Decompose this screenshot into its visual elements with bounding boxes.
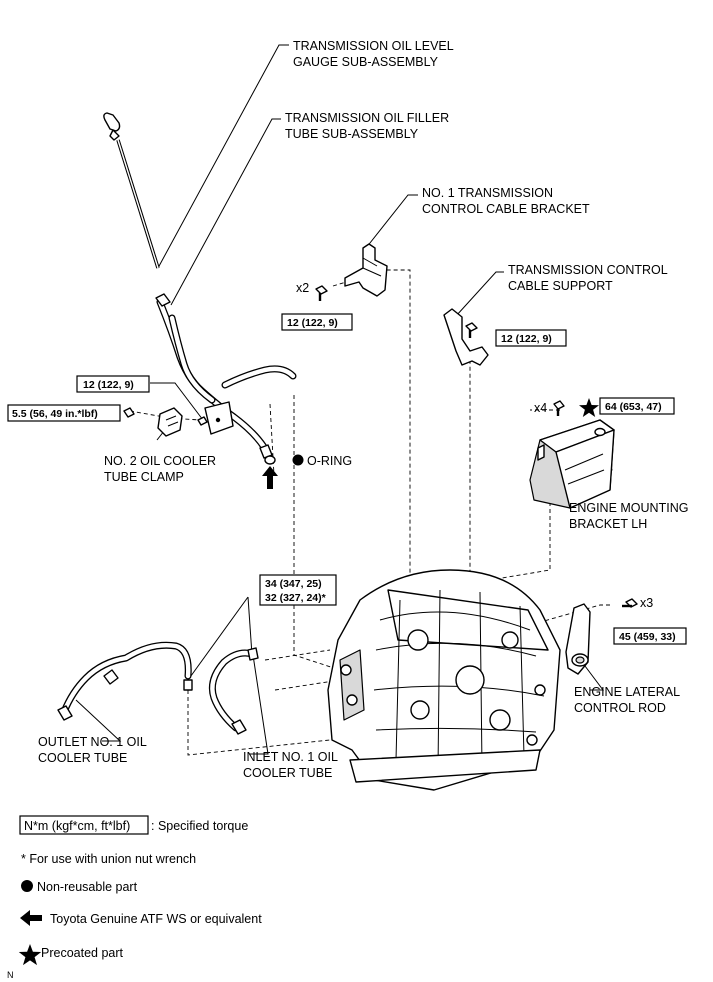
qty-rod-bolts: x3 [640, 596, 653, 610]
label-oil-cooler-tube-clamp: NO. 2 OIL COOLER TUBE CLAMP [104, 454, 220, 484]
torque-box-rod [613, 627, 687, 645]
precoated-star-icon [578, 398, 599, 418]
legend-atf: Toyota Genuine ATF WS or equivalent [50, 912, 262, 926]
label-engine-lateral-rod: ENGINE LATERAL CONTROL ROD [574, 685, 683, 715]
engine-lateral-rod-part [565, 598, 638, 675]
torque-mount: 64 (653, 47) [605, 401, 662, 413]
torque-support: 12 (122, 9) [501, 333, 552, 345]
leader-lines [75, 44, 613, 755]
legend-non-reusable: Non-reusable part [37, 880, 138, 894]
torque-filler-tube: 12 (122, 9) [83, 379, 134, 391]
torque-box-mount [599, 397, 675, 415]
label-control-cable-support: TRANSMISSION CONTROL CABLE SUPPORT [508, 263, 671, 293]
torque-cooler-union-2: 32 (327, 24)* [265, 592, 327, 604]
legend: N*m (kgf*cm, ft*lbf) : Specified torque … [18, 815, 262, 966]
legend-arrow-icon [20, 910, 42, 926]
oil-filler-tube-part [155, 293, 297, 459]
atf-arrow-icon [262, 466, 278, 489]
torque-cooler-union-1: 34 (347, 25) [265, 578, 322, 590]
label-engine-mounting-bracket: ENGINE MOUNTING BRACKET LH [569, 501, 692, 531]
non-reusable-dot-icon [292, 454, 304, 466]
torque-bracket: 12 (122, 9) [287, 317, 338, 329]
engine-mounting-bracket-part [529, 400, 615, 509]
torque-box-support [495, 329, 567, 347]
legend-torque-box [19, 815, 149, 835]
inlet-cooler-tube-part [208, 647, 259, 735]
legend-precoated: Precoated part [41, 946, 124, 960]
torque-rod: 45 (459, 33) [619, 631, 676, 643]
qty-mount-bolts: x4 [534, 401, 547, 415]
legend-torque-text: : Specified torque [151, 819, 248, 833]
label-oil-level-gauge: TRANSMISSION OIL LEVEL GAUGE SUB-ASSEMBL… [293, 39, 457, 69]
transaxle-housing-part [327, 569, 561, 791]
qty-bracket-bolts: x2 [296, 281, 309, 295]
oil-cooler-clamp-part [123, 407, 208, 437]
label-control-cable-bracket: NO. 1 TRANSMISSION CONTROL CABLE BRACKET [422, 186, 590, 216]
corner-mark: N [7, 970, 14, 980]
control-cable-support-part [443, 308, 489, 366]
label-inlet-cooler-tube: INLET NO. 1 OIL COOLER TUBE [243, 750, 341, 780]
torque-box-filler-tube [76, 375, 150, 393]
label-o-ring: O-RING [307, 454, 352, 468]
torque-box-cooler-union [259, 574, 337, 606]
label-outlet-cooler-tube: OUTLET NO. 1 OIL COOLER TUBE [38, 735, 150, 765]
torque-box-clamp [7, 404, 121, 422]
outlet-cooler-tube-part [57, 641, 193, 721]
o-ring-part [264, 455, 276, 465]
torque-box-bracket [281, 313, 353, 331]
legend-star-icon [18, 944, 42, 966]
oil-level-gauge-part [103, 112, 160, 269]
label-oil-filler-tube: TRANSMISSION OIL FILLER TUBE SUB-ASSEMBL… [285, 111, 453, 141]
torque-clamp: 5.5 (56, 49 in.*lbf) [12, 408, 98, 420]
legend-union-note: * For use with union nut wrench [21, 852, 196, 866]
legend-torque-units: N*m (kgf*cm, ft*lbf) [24, 819, 130, 833]
legend-dot-icon [21, 880, 33, 892]
control-cable-bracket-part [315, 243, 388, 301]
